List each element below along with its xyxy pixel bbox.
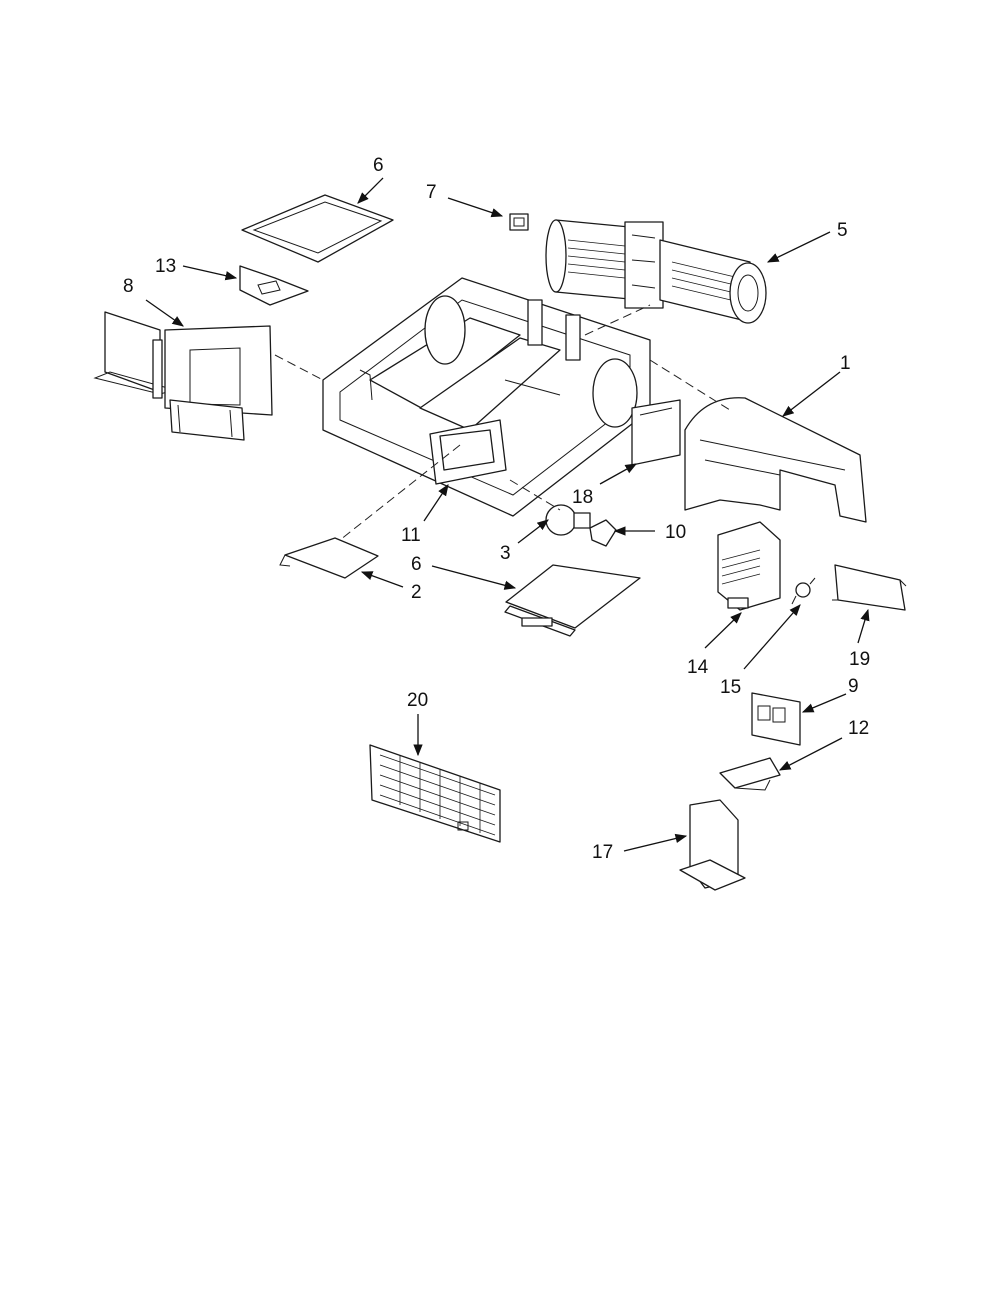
part-17-support-bracket (679, 799, 746, 891)
leader-lines (145, 177, 870, 852)
callout-17: 17 (592, 842, 613, 863)
callout-19: 19 (849, 649, 870, 670)
part-19-bracket-plate (832, 564, 907, 611)
callout-9: 8 (123, 276, 134, 297)
part-16-thermal-switch (791, 577, 816, 605)
callout-10: 9 (848, 676, 859, 697)
chassis-base (322, 277, 651, 517)
callout-11: 10 (665, 522, 686, 543)
callout-6: 6 (411, 554, 422, 575)
part-11-socket (589, 519, 617, 547)
part-6-bottom-plate (504, 564, 641, 637)
callout-13: 12 (848, 718, 869, 739)
callout-1: 1 (840, 353, 851, 374)
callout-18: 18 (572, 487, 593, 508)
part-3-light-bulb (545, 504, 591, 536)
part-1-duct-cover (684, 397, 867, 523)
part-10-vent-plate (751, 692, 801, 746)
callout-12: 11 (401, 525, 421, 546)
part-9-bracket (93, 311, 273, 441)
part-8-connector (509, 213, 529, 231)
part-7-filter-panel (241, 194, 394, 263)
callout-14: 13 (155, 256, 176, 277)
part-2-plate (279, 537, 379, 579)
part-14-plate (239, 265, 309, 306)
assembly-lines (274, 304, 731, 541)
part-18-shield (631, 399, 681, 466)
part-5-blower-motor (545, 219, 767, 324)
callout-16: 15 (720, 677, 741, 698)
part-20-grille (369, 744, 501, 843)
callout-labels: 6 7 5 13 8 1 18 11 10 3 6 2 14 19 15 9 2… (123, 155, 870, 863)
callout-8: 7 (426, 182, 437, 203)
callout-5: 5 (837, 220, 848, 241)
callout-3: 3 (500, 543, 511, 564)
callout-15: 14 (687, 657, 709, 678)
callout-2: 2 (411, 582, 422, 603)
callout-7: 6 (373, 155, 384, 176)
callout-20: 20 (407, 690, 428, 711)
part-13-small-bracket (719, 757, 781, 791)
part-15-magnetron (717, 521, 781, 611)
